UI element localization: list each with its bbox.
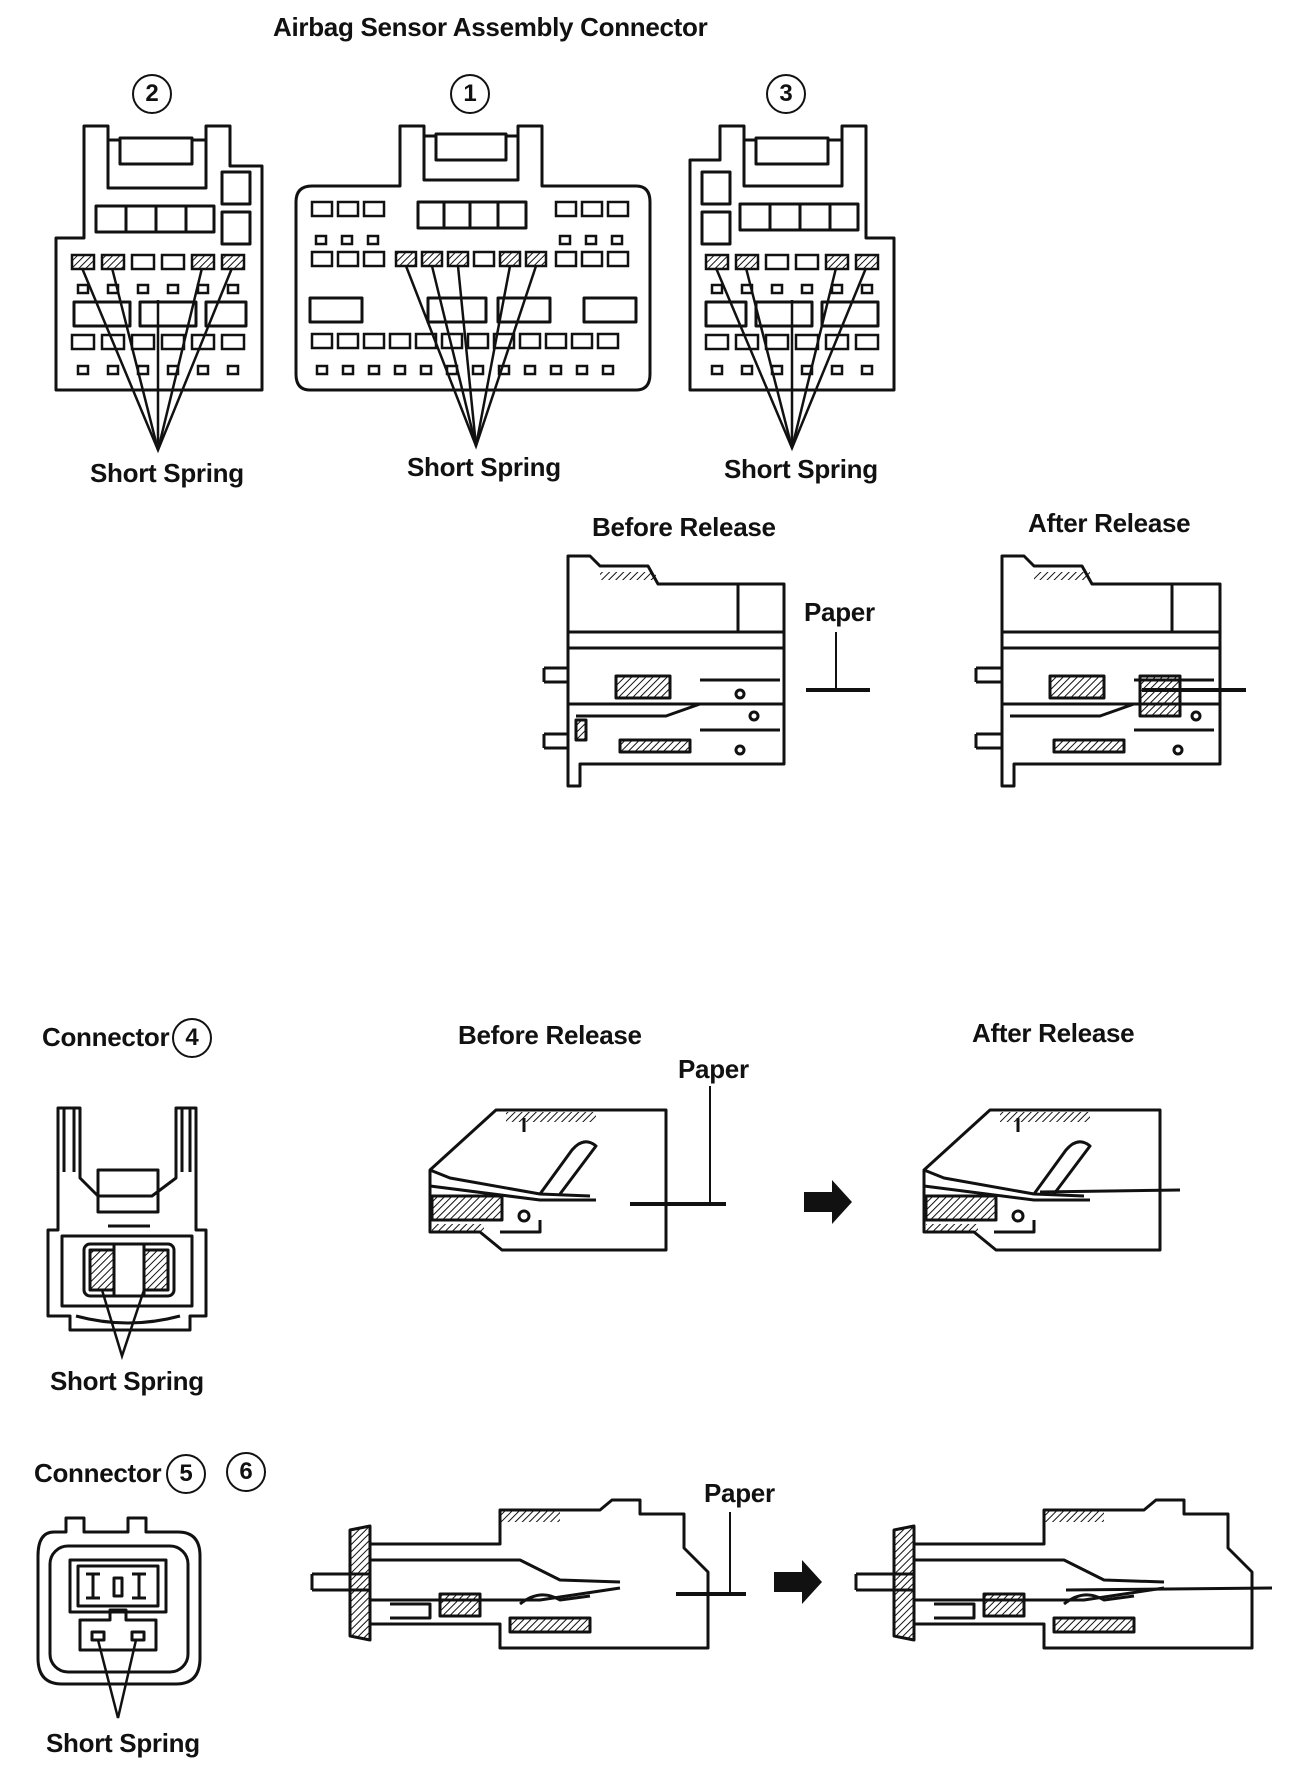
connector-3-number: 3	[766, 74, 806, 114]
connector-6-number: 6	[226, 1452, 266, 1492]
connector-56-spring-pointer	[96, 1639, 138, 1719]
diagram-title: Airbag Sensor Assembly Connector	[273, 12, 708, 42]
c4-arrow-icon	[804, 1180, 852, 1224]
top-paper-label: Paper	[804, 597, 875, 627]
top-before-release-label: Before Release	[592, 512, 776, 542]
connector-56-spring-label: Short Spring	[46, 1728, 200, 1758]
connector-1-spring-label: Short Spring	[407, 452, 561, 482]
connector-2-face	[54, 124, 264, 392]
connector-56-label: Connector	[34, 1458, 162, 1488]
c4-paper-after	[1039, 1188, 1181, 1194]
c4-after-release-label: After Release	[972, 1018, 1135, 1048]
c56-arrow-icon	[774, 1560, 822, 1604]
connector-3-spring-pointers	[714, 267, 868, 452]
connector-3-spring-label: Short Spring	[724, 454, 878, 484]
connector-1-face	[294, 124, 652, 392]
connector-4-face	[46, 1106, 208, 1332]
connector-1-number: 1	[450, 74, 490, 114]
connector-2-number: 2	[132, 74, 172, 114]
c4-before-release-label: Before Release	[458, 1020, 642, 1050]
c56-after-release-drawing	[854, 1498, 1254, 1650]
c4-before-release-drawing	[428, 1108, 668, 1252]
connector-2-spring-label: Short Spring	[90, 458, 244, 488]
connector-4-number: 4	[172, 1018, 212, 1058]
top-before-release-drawing	[542, 554, 786, 788]
connector-4-label: Connector	[42, 1022, 170, 1052]
c56-paper-after	[1065, 1586, 1273, 1592]
connector-2-spring-pointers	[80, 267, 234, 454]
connector-3-face	[688, 124, 896, 392]
c56-before-release-drawing	[310, 1498, 710, 1650]
connector-4-spring-label: Short Spring	[50, 1366, 204, 1396]
c4-after-release-drawing	[922, 1108, 1162, 1252]
top-after-release-label: After Release	[1028, 508, 1191, 538]
connector-1-spring-pointers	[404, 265, 538, 450]
connector-4-spring-pointer	[100, 1289, 146, 1361]
connector-1-terminals	[310, 200, 630, 376]
c4-paper-label: Paper	[678, 1054, 749, 1084]
connector-56-face	[36, 1516, 202, 1686]
top-after-release-drawing	[974, 554, 1222, 788]
connector-5-number: 5	[166, 1454, 206, 1494]
c56-paper-label: Paper	[704, 1478, 775, 1508]
